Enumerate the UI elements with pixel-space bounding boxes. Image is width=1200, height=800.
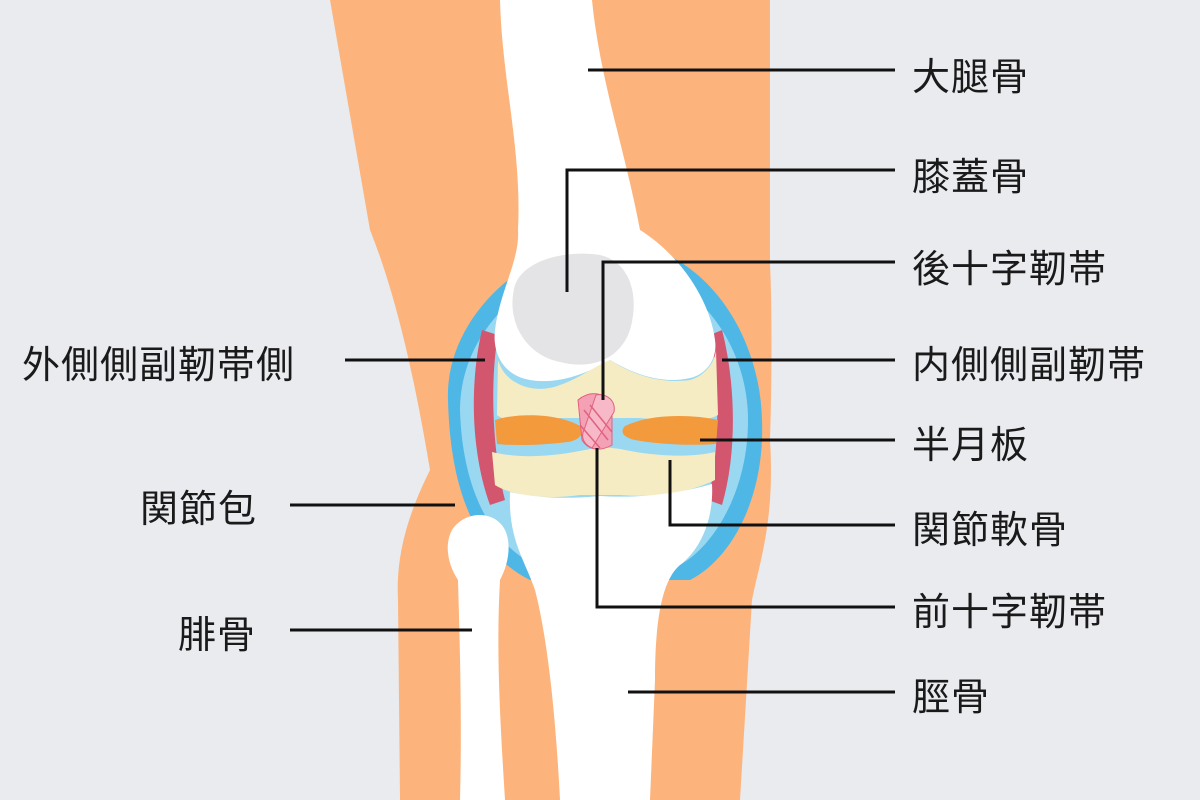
label-fibula: 腓骨 — [178, 613, 256, 657]
label-tibia: 脛骨 — [912, 675, 990, 719]
femoral-cartilage — [497, 350, 718, 422]
acl-leader — [595, 448, 895, 609]
tibia-bone — [509, 484, 713, 800]
label-cartilage: 関節軟骨 — [912, 508, 1068, 552]
medial-collateral-ligament — [708, 330, 733, 505]
label-patella: 膝蓋骨 — [912, 155, 1029, 199]
cruciate-ligaments — [577, 393, 615, 450]
lateral-meniscus — [495, 415, 582, 446]
label-lcl: 外側側副靭帯側 — [22, 343, 295, 387]
medial-meniscus — [622, 416, 718, 445]
label-femur: 大腿骨 — [912, 55, 1029, 99]
patella-leader — [565, 168, 895, 292]
label-pcl: 後十字靭帯 — [912, 247, 1107, 291]
label-acl: 前十字靭帯 — [912, 590, 1107, 634]
posterior-cruciate-ligament — [582, 394, 615, 449]
tibial-cartilage — [492, 447, 715, 497]
label-mcl: 内側側副靭帯 — [912, 343, 1146, 387]
leader-lines — [290, 68, 895, 694]
label-capsule: 関節包 — [140, 487, 257, 531]
pcl-leader — [601, 260, 895, 400]
label-meniscus: 半月板 — [912, 423, 1029, 467]
fibula-bone — [447, 515, 509, 800]
cartilage-leader — [668, 460, 895, 527]
